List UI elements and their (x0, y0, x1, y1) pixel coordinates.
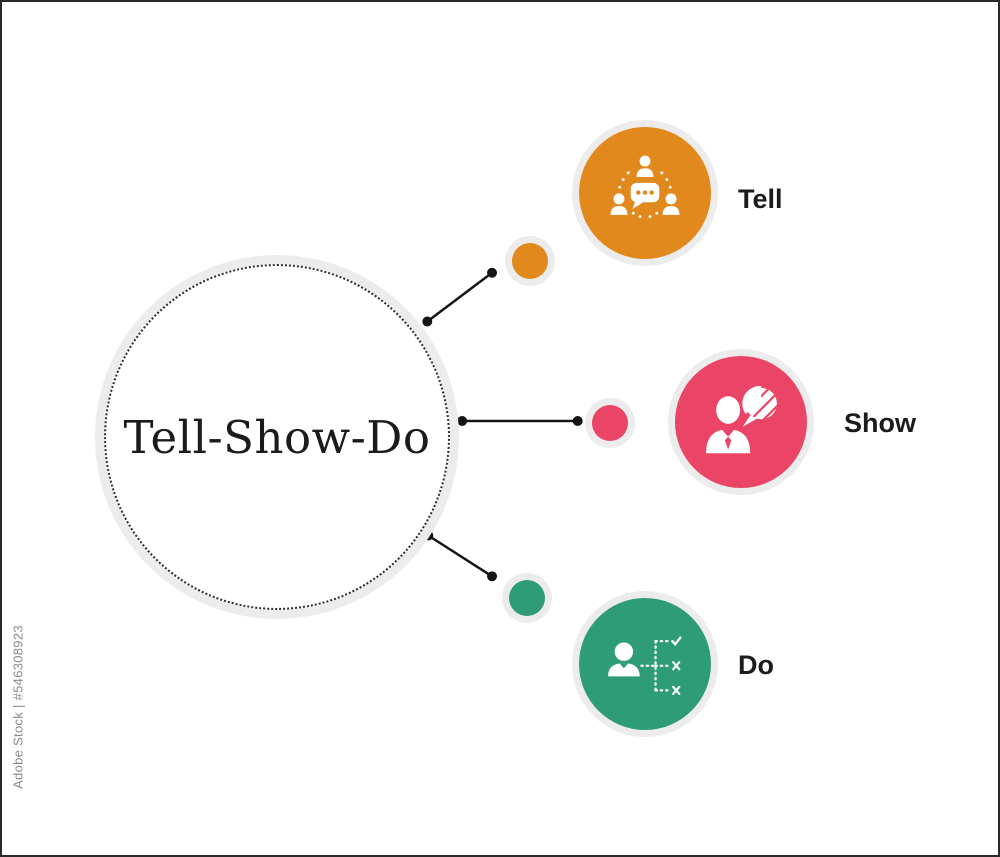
node-circle-tell-fill (579, 127, 711, 259)
connector-dot-tell (505, 236, 555, 286)
node-circle-show-fill (675, 356, 807, 488)
node-circle-show (668, 349, 814, 495)
central-topic-circle: Tell-Show-Do (95, 255, 459, 619)
connector-dot-show-fill (592, 405, 628, 441)
connector-dot-do-fill (509, 580, 545, 616)
node-label-tell: Tell (738, 184, 783, 214)
person-speech-bubble-icon (706, 386, 777, 454)
node-circle-tell (572, 120, 718, 266)
node-label-do: Do (738, 650, 774, 680)
central-topic-label: Tell-Show-Do (123, 410, 431, 464)
node-label-show: Show (844, 408, 916, 438)
person-task-checklist-icon (608, 636, 682, 695)
connector-line-show (457, 416, 583, 427)
connector-dot-do (502, 573, 552, 623)
node-circle-do-fill (579, 598, 711, 730)
connector-dot-tell-fill (512, 243, 548, 279)
central-topic-circle-inner: Tell-Show-Do (104, 264, 450, 610)
group-discussion-icon (610, 155, 680, 218)
connector-line-do (423, 530, 498, 582)
node-circle-do (572, 591, 718, 737)
connector-dot-show (585, 398, 635, 448)
connector-line-tell (422, 267, 498, 327)
